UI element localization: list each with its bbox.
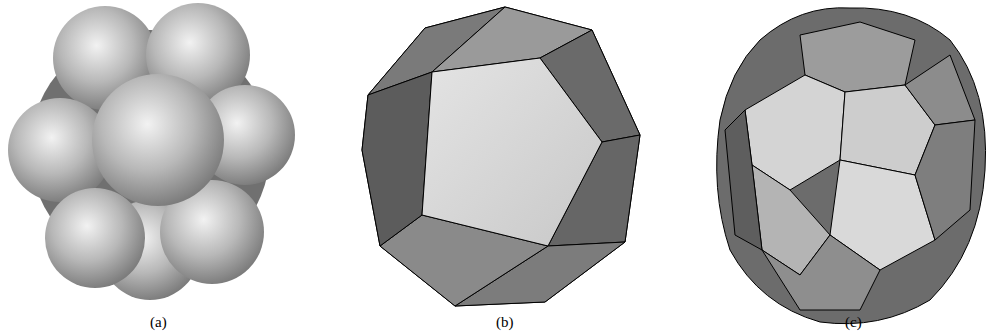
polyhedron <box>362 7 640 306</box>
panel-label: (c) <box>845 314 862 331</box>
panel-label: (a) <box>150 314 167 331</box>
panel-label: (b) <box>496 314 514 331</box>
curved-polyhedron <box>717 8 986 324</box>
sphere-cluster <box>8 3 295 300</box>
